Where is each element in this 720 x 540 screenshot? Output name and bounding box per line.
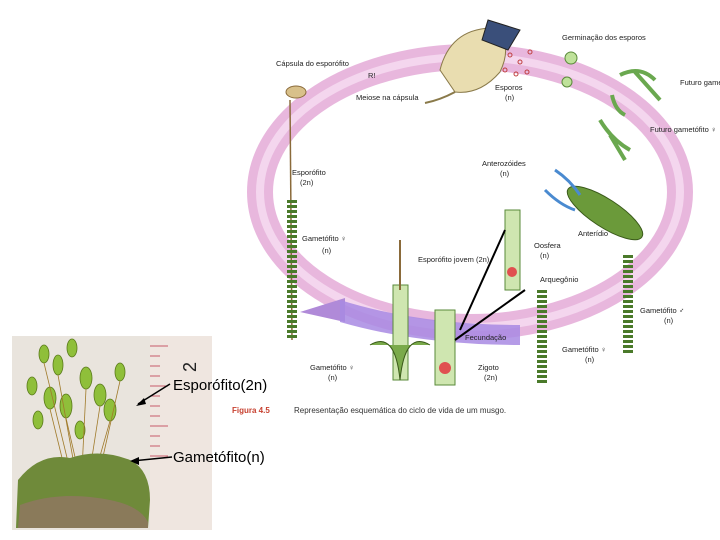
label-germinacao: Germinação dos esporos (562, 33, 646, 42)
fecundacao-arrow-band (340, 300, 520, 345)
ring-arrow-head (300, 298, 345, 322)
label-meiose: Meiose na cápsula (356, 93, 419, 102)
label-arquegonio: Arquegônio (540, 275, 578, 284)
germinating-spores (561, 51, 662, 162)
arrow-head-gametophyte (130, 457, 139, 465)
label-esporofito: Esporófito (292, 168, 326, 177)
label-gametofito-fem-left: Gametófito ♀ (302, 234, 346, 243)
ruler (150, 336, 212, 530)
label-gametofito-fem-bottom-ploidy: (n) (328, 373, 338, 382)
caption-figure: Figura 4.5 (232, 406, 270, 415)
sporophyte-capsule-illustration (424, 19, 521, 104)
label-anterozoides: Anterozóides (482, 159, 526, 168)
label-futuro-masc: Futuro gametófito ♂ (680, 78, 720, 87)
label-gametofito-fem-right: Gametófito ♀ (562, 345, 606, 354)
label-fecundacao: Fecundação (465, 333, 506, 342)
label-r: R! (368, 71, 376, 80)
label-capsula: Cápsula do esporófito (276, 59, 349, 68)
label-anteridio: Anterídio (578, 229, 608, 238)
label-esporofito-jovem: Esporófito jovem (2n) (418, 255, 490, 264)
label-photo-gametofito: Gametófito(n) (173, 449, 265, 466)
arrow-head-sporophyte (136, 398, 146, 406)
label-capsula-text: Cápsula do esporófito (276, 59, 349, 68)
label-oosfera: Oosfera (534, 241, 562, 250)
label-zigoto: Zigoto (478, 363, 499, 372)
label-gametofito-fem-left-ploidy: (n) (322, 246, 332, 255)
label-photo-esporofito: Esporófito(2n) (173, 377, 268, 394)
caption-text: Representação esquemática do ciclo de vi… (294, 406, 506, 415)
label-esporos: Esporos (495, 83, 523, 92)
label-gametofito-masc: Gametófito ♂ (640, 306, 684, 315)
soil (18, 496, 148, 528)
antheridium-illustration (543, 168, 644, 241)
label-gametofito-fem-right-ploidy: (n) (585, 355, 595, 364)
label-gametofito-masc-ploidy: (n) (664, 316, 674, 325)
label-gametofito-fem-bottom: Gametófito ♀ (310, 363, 354, 372)
label-zigoto-ploidy: (2n) (484, 373, 498, 382)
label-anterozoides-ploidy: (n) (500, 169, 510, 178)
spores (502, 49, 533, 77)
pointer-line (454, 289, 526, 341)
label-esporofito-ploidy: (2n) (300, 178, 314, 187)
label-oosfera-ploidy: (n) (540, 251, 550, 260)
pointer-line (459, 229, 506, 331)
label-futuro-fem: Futuro gametófito ♀ (650, 125, 717, 134)
label-esporos-ploidy: (n) (505, 93, 515, 102)
ruler-digit: 2 (180, 362, 200, 372)
archegonium-illustration (369, 209, 521, 386)
moss-stalks (285, 85, 633, 385)
moss-capsules (26, 338, 126, 440)
